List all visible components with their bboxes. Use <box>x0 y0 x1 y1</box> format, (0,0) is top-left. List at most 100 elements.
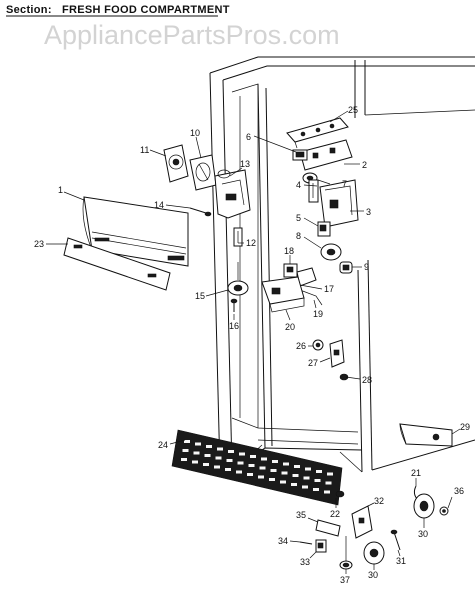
grille-slot <box>195 442 201 446</box>
grille-slot <box>217 447 223 451</box>
callout-18: 18 <box>284 246 294 256</box>
grille-slot <box>193 451 200 455</box>
part-23-strip <box>63 237 171 291</box>
grille-slot <box>214 465 220 469</box>
part-26-screw <box>312 339 324 351</box>
callout-13: 13 <box>240 159 250 169</box>
callout-37: 37 <box>340 575 350 585</box>
part-20-control-housing <box>261 276 305 313</box>
part-36-screw <box>439 506 449 516</box>
grille-slot <box>259 466 266 470</box>
callout-7: 7 <box>342 179 347 189</box>
callout-30-bottom: 30 <box>368 570 378 580</box>
callout-6: 6 <box>246 132 251 142</box>
part-27-bracket <box>329 339 345 368</box>
section-label: Section: <box>6 4 52 16</box>
part-6-clip <box>292 149 308 161</box>
grille-slot <box>248 464 255 467</box>
grille-slot <box>261 457 267 461</box>
callout-16: 16 <box>229 321 239 331</box>
part-30-roller-right <box>413 493 435 519</box>
grille-slot <box>291 483 297 486</box>
grille-slot <box>182 449 189 452</box>
part-24-grille <box>171 429 343 506</box>
callout-1: 1 <box>58 185 63 195</box>
callout-24: 24 <box>158 440 168 450</box>
grille-slot <box>272 460 278 463</box>
part-2-bracket <box>299 139 353 171</box>
callout-labels: 1 2 3 4 5 6 7 8 9 10 11 12 13 14 15 16 1… <box>34 105 470 585</box>
grille-slot <box>204 454 211 457</box>
grille-slot <box>250 455 256 458</box>
grille-slot <box>239 452 245 456</box>
section-title: FRESH FOOD COMPARTMENT <box>62 4 230 16</box>
grille-slot <box>281 471 288 475</box>
callout-10: 10 <box>190 128 200 138</box>
grille-slot <box>181 458 187 461</box>
callout-28: 28 <box>362 375 372 385</box>
part-4-switch <box>308 179 319 203</box>
grille-slot <box>237 461 244 465</box>
callout-26: 26 <box>296 341 306 351</box>
callout-8: 8 <box>296 231 301 241</box>
grille-slot <box>305 467 311 471</box>
part-29-bracket <box>399 423 453 447</box>
grille-slot <box>228 450 234 453</box>
part-25-bracket <box>286 117 349 149</box>
part-33-clip <box>315 539 327 553</box>
part-18-thermostat <box>283 263 323 306</box>
callout-29: 29 <box>460 422 470 432</box>
part-16-screw <box>230 298 238 312</box>
grille-slot <box>314 479 321 482</box>
part-10-damper <box>189 154 217 191</box>
part-32-bracket <box>351 505 373 539</box>
grille-slot <box>294 465 300 468</box>
part-22-screw <box>335 490 345 498</box>
callout-11: 11 <box>140 145 149 155</box>
grille-slot <box>225 468 231 471</box>
callout-23: 23 <box>34 239 44 249</box>
grille-slot <box>270 469 277 472</box>
callout-14: 14 <box>154 200 164 210</box>
callout-12: 12 <box>246 238 256 248</box>
callout-20: 20 <box>285 322 295 332</box>
grille-slot <box>313 488 319 491</box>
grille-slot <box>283 462 289 466</box>
grille-slot <box>203 463 209 466</box>
part-5-bracket <box>317 221 331 237</box>
callout-4: 4 <box>296 180 301 190</box>
callout-19: 19 <box>313 309 323 319</box>
part-1-cover <box>82 196 189 267</box>
part-12-bracket <box>233 227 243 247</box>
watermark-text: AppliancePartsPros.com <box>44 20 340 50</box>
part-3-light-shield <box>319 179 359 228</box>
part-14-screw <box>189 207 212 217</box>
callout-9: 9 <box>364 262 369 272</box>
grille-slot <box>206 445 212 448</box>
part-15-knob <box>227 262 249 296</box>
part-8-knob <box>320 243 342 261</box>
grille-slot <box>226 459 233 462</box>
grille-slot <box>258 475 264 479</box>
grille-slot <box>316 470 322 473</box>
grille-slot <box>184 440 190 443</box>
grille-slot <box>302 485 308 489</box>
part-35-bracket <box>315 519 341 537</box>
part-34-screw <box>299 541 313 545</box>
callout-33: 33 <box>300 557 310 567</box>
callout-17: 17 <box>324 284 334 294</box>
part-31-pin <box>390 529 401 551</box>
part-11-bracket <box>163 144 189 183</box>
grille-slot <box>324 490 330 494</box>
callout-21: 21 <box>411 468 421 478</box>
callout-32: 32 <box>374 496 384 506</box>
callout-3: 3 <box>366 207 371 217</box>
grille-slot <box>292 474 299 477</box>
callout-2: 2 <box>362 160 367 170</box>
callout-15: 15 <box>195 291 205 301</box>
grille-slot <box>247 473 253 476</box>
grille-slot <box>327 472 333 476</box>
callout-35: 35 <box>296 510 306 520</box>
part-30-roller-bottom <box>363 541 385 565</box>
